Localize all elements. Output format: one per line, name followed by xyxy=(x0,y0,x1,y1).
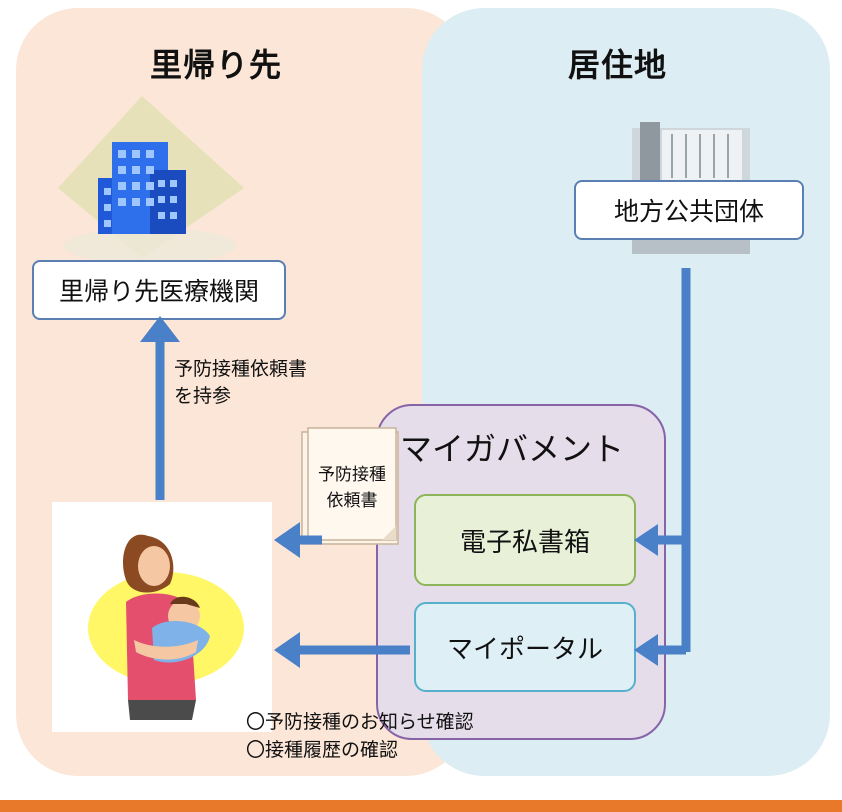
document-label-line2: 依頼書 xyxy=(326,491,378,511)
confirmation-list: 〇予防接種のお知らせ確認 〇接種履歴の確認 xyxy=(246,708,474,764)
bottom-bar xyxy=(0,800,842,812)
region-title-residence: 居住地 xyxy=(568,46,668,84)
electronic-mailbox-box: 電子私書箱 xyxy=(414,494,636,586)
hospital-box: 里帰り先医療機関 xyxy=(32,260,286,320)
arrowhead-portal-mother xyxy=(274,632,300,668)
carry-request-line2: を持参 xyxy=(174,385,232,407)
confirm-notice-item: 〇予防接種のお知らせ確認 xyxy=(246,711,474,733)
arrowhead-myportal xyxy=(634,634,658,666)
myportal-box: マイポータル xyxy=(414,602,636,692)
arrowhead-doc-mother xyxy=(274,522,300,558)
confirm-history-item: 〇接種履歴の確認 xyxy=(246,739,399,761)
document-label: 予防接種 依頼書 xyxy=(310,462,394,514)
region-title-homecoming: 里帰り先 xyxy=(150,46,283,84)
mygovernment-title: マイガバメント xyxy=(400,430,625,468)
local-government-box: 地方公共団体 xyxy=(574,180,804,240)
carry-request-label: 予防接種依頼書 を持参 xyxy=(174,356,307,410)
document-label-line1: 予防接種 xyxy=(318,465,386,485)
arrowhead-hospital xyxy=(140,316,180,342)
carry-request-line1: 予防接種依頼書 xyxy=(174,358,308,380)
arrowhead-mailbox xyxy=(634,524,658,556)
